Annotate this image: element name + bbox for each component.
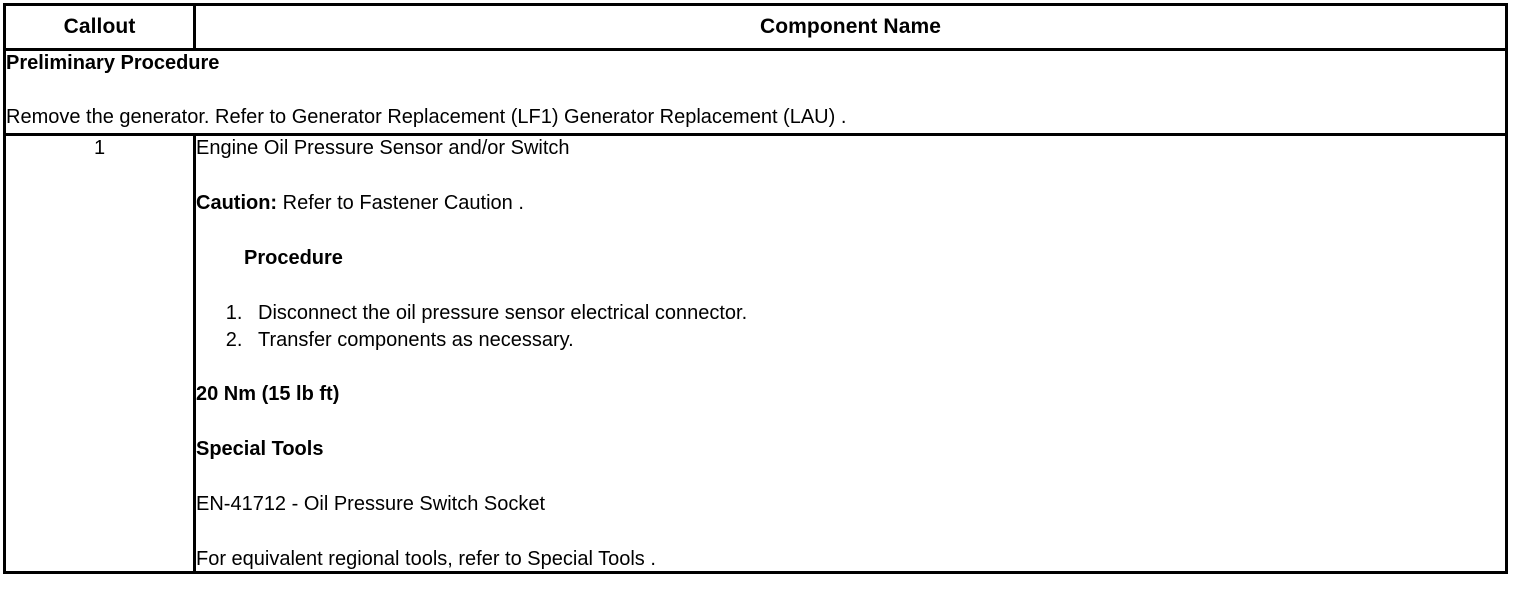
special-tools-heading: Special Tools [196, 438, 324, 460]
component-detail-cell: Engine Oil Pressure Sensor and/or Switch… [193, 133, 1508, 574]
torque-specification: 20 Nm (15 lb ft) [196, 383, 340, 405]
service-procedure-table: Callout Component Name Preliminary Proce… [3, 3, 1508, 574]
regional-tools-note: For equivalent regional tools, refer to … [196, 548, 656, 570]
procedure-step-list: Disconnect the oil pressure sensor elect… [196, 301, 1505, 352]
preliminary-procedure-row: Preliminary Procedure Remove the generat… [3, 48, 1508, 136]
callout-cell: 1 [3, 133, 196, 574]
caution-line: Caution: Refer to Fastener Caution . [196, 191, 1505, 215]
preliminary-procedure-title: Preliminary Procedure [6, 52, 220, 74]
caution-text: Refer to Fastener Caution . [277, 192, 524, 214]
procedure-heading: Procedure [244, 247, 343, 269]
list-item: Disconnect the oil pressure sensor elect… [248, 301, 1505, 325]
caution-label: Caution: [196, 192, 278, 214]
preliminary-procedure-body: Remove the generator. Refer to Generator… [6, 106, 847, 128]
list-item: Transfer components as necessary. [248, 328, 1505, 352]
preliminary-procedure-cell: Preliminary Procedure Remove the generat… [3, 48, 1508, 136]
table-row: 1 Engine Oil Pressure Sensor and/or Swit… [3, 133, 1508, 574]
component-title: Engine Oil Pressure Sensor and/or Switch [196, 137, 570, 159]
callout-number: 1 [93, 137, 106, 159]
header-label-callout: Callout [63, 15, 136, 38]
table-header-row: Callout Component Name [3, 3, 1508, 51]
special-tool-entry: EN-41712 - Oil Pressure Switch Socket [196, 493, 546, 515]
header-label-component-name: Component Name [759, 15, 942, 38]
header-cell-callout: Callout [3, 3, 196, 51]
header-cell-component-name: Component Name [193, 3, 1508, 51]
